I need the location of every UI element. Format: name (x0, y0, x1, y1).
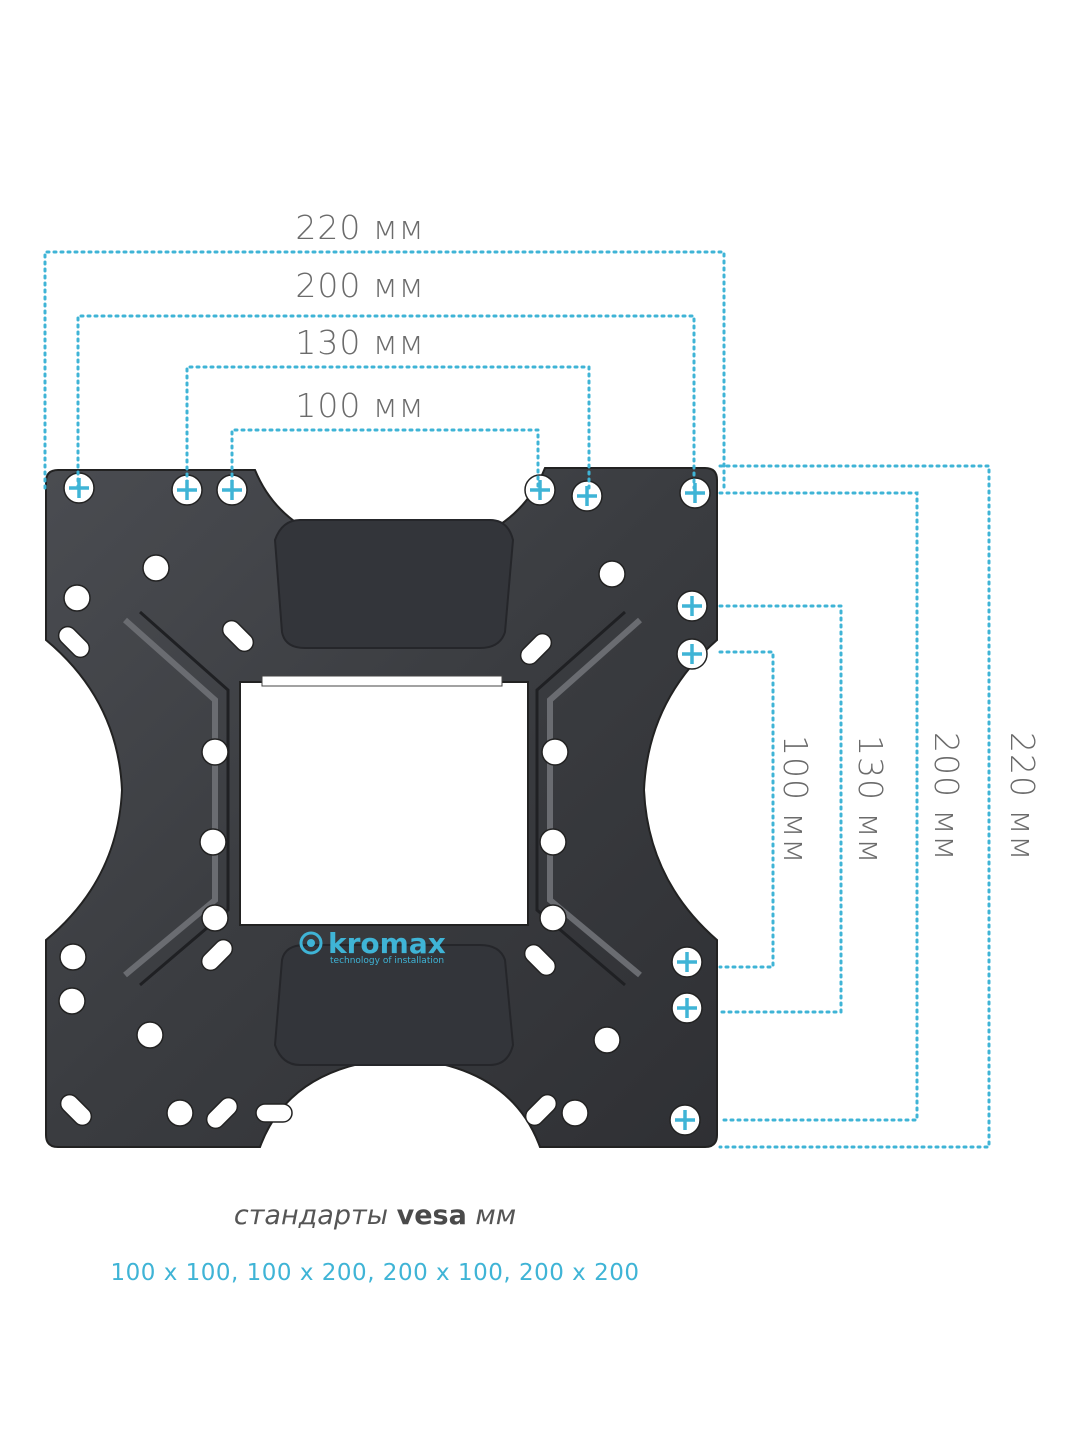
dimension-label-220-horizontal: 220 мм (295, 208, 425, 247)
caption-suffix: мм (475, 1200, 517, 1231)
vesa-hole-plus-icon (676, 590, 708, 622)
slot-hole (221, 619, 255, 653)
dimension-label-220-vertical: 220 мм (1003, 732, 1042, 862)
vesa-hole-plus-icon (676, 638, 708, 670)
round-hole (598, 560, 626, 588)
brand-tagline: technology of installation (330, 956, 444, 966)
round-hole (59, 943, 87, 971)
kromax-logo: kromax technology of installation (299, 927, 446, 966)
round-hole (539, 904, 567, 932)
vesa-hole-plus-icon (524, 474, 556, 506)
round-hole (166, 1099, 194, 1127)
horizontal-dimension-line (230, 428, 540, 492)
slot-hole (523, 943, 557, 977)
dimension-label-100-vertical: 100 мм (776, 735, 815, 865)
caption-title: стандарты vesa мм (0, 1200, 750, 1231)
vertical-dimension-line (718, 604, 843, 1014)
dimension-label-200-horizontal: 200 мм (295, 266, 425, 305)
round-hole (199, 828, 227, 856)
vesa-hole-plus-icon (671, 946, 703, 978)
slot-hole (200, 938, 234, 972)
round-hole (539, 828, 567, 856)
stiffening-ribs (123, 610, 642, 987)
round-hole (201, 738, 229, 766)
mounting-holes (57, 472, 711, 1136)
horizontal-dimension-line (185, 365, 591, 492)
caption-sizes: 100 x 100, 100 x 200, 200 x 100, 200 x 2… (110, 1260, 640, 1286)
vesa-hole-plus-icon (571, 480, 603, 512)
vertical-dimension-line (718, 650, 775, 969)
slot-hole (57, 625, 91, 659)
round-hole (593, 1026, 621, 1054)
round-hole (142, 554, 170, 582)
brand-name: kromax (328, 927, 446, 960)
caption-standard: vesa (396, 1200, 467, 1231)
round-hole (561, 1099, 589, 1127)
slot-hole (59, 1093, 93, 1127)
caption-prefix: стандарты (233, 1200, 389, 1231)
dimension-label-200-vertical: 200 мм (927, 732, 966, 862)
dimension-lines (43, 250, 991, 1149)
slot-hole (524, 1093, 558, 1127)
round-hole (201, 904, 229, 932)
dimension-label-100-horizontal: 100 мм (295, 386, 425, 425)
center-cutout (239, 681, 529, 926)
horizontal-dimension-line (43, 250, 726, 490)
dimension-label-130-horizontal: 130 мм (295, 323, 425, 362)
horizontal-dimension-line (76, 314, 696, 490)
round-hole (541, 738, 569, 766)
round-hole (58, 987, 86, 1015)
vesa-hole-plus-icon (671, 992, 703, 1024)
vertical-dimension-line (718, 464, 991, 1149)
slot-hole (255, 1103, 293, 1123)
dimension-label-130-vertical: 130 мм (851, 735, 890, 865)
slot-hole (205, 1096, 239, 1130)
round-hole (136, 1021, 164, 1049)
round-hole (63, 584, 91, 612)
vertical-dimension-line (718, 491, 919, 1122)
vesa-hole-plus-icon (669, 1104, 701, 1136)
slot-hole (519, 632, 553, 666)
